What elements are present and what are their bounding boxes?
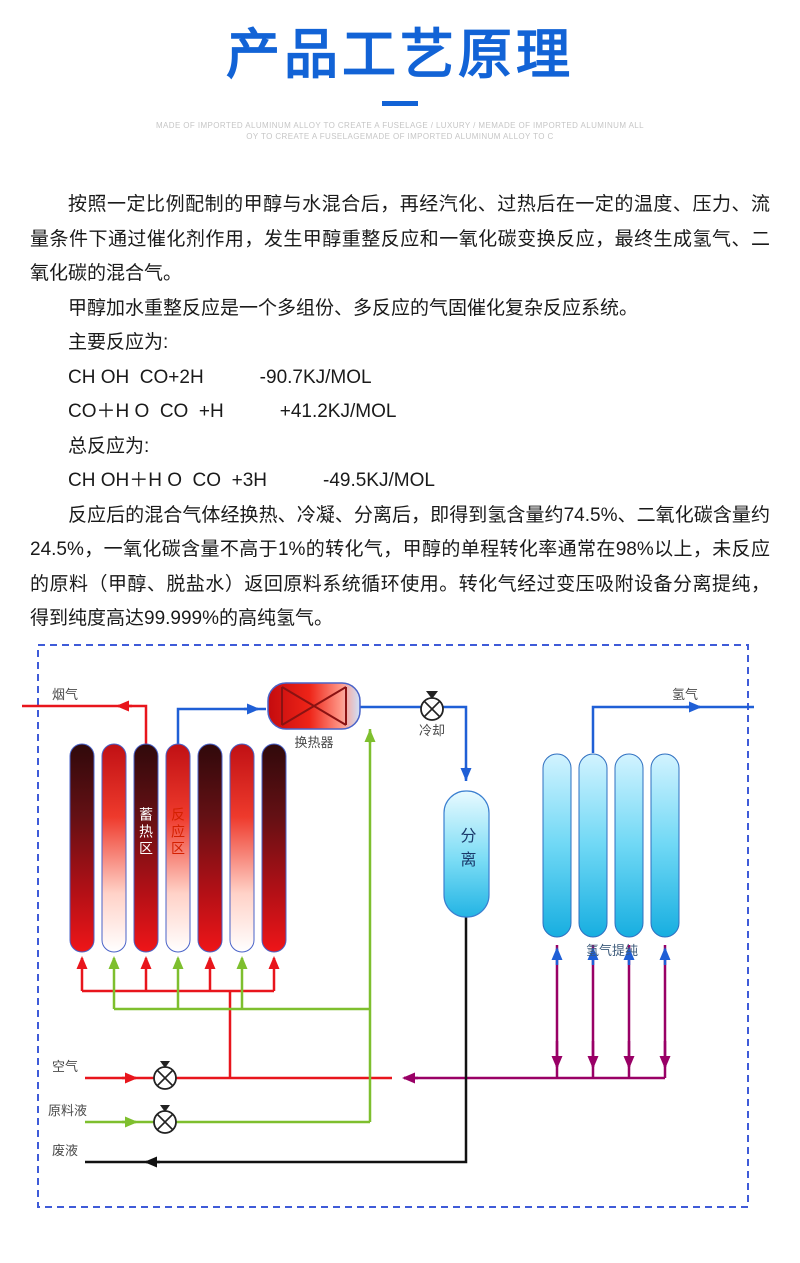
reaction-2-energy: +41.2KJ/MOL — [279, 401, 397, 423]
page-title: 产品工艺原理 — [226, 25, 574, 85]
reaction-1-energy: -90.7KJ/MOL — [259, 366, 372, 388]
waste-liquid-label: 废液 — [52, 1143, 78, 1158]
reaction-zone-label: 反应区 — [170, 807, 186, 858]
regenerator-zone-label: 蓄热区 — [138, 807, 154, 858]
total-reaction-energy: -49.5KJ/MOL — [323, 470, 435, 492]
waste-pipe — [85, 916, 468, 1168]
main-reactions-label: 主要反应为: — [68, 332, 169, 354]
air-label: 空气 — [52, 1059, 78, 1074]
reaction-1-formula: CH OH CO+2H — [68, 366, 204, 388]
air-fan-icon — [153, 1060, 177, 1090]
paragraph-1: 按照一定比例配制的甲醇与水混合后，再经汽化、过热后在一定的温度、压力、流量条件下… — [30, 194, 770, 285]
english-caption-line2: OY TO CREATE A FUSELAGEMADE OF IMPORTED … — [246, 132, 554, 142]
psa-tubes — [542, 753, 680, 938]
paragraph-3: 反应后的混合气体经换热、冷凝、分离后，即得到氢含量约74.5%、二氧化碳含量约2… — [30, 504, 770, 630]
reaction-2: CO＋H O CO +H +41.2KJ/MOL — [30, 395, 770, 430]
process-flow-diagram-section: 蓄热区 反应区 分离 氢气提纯 烟气 换热器 冷却 氢气 空气 原料液 废液 — [0, 641, 800, 1238]
heat-exchanger-label: 换热器 — [294, 735, 333, 750]
feed-liquid-label: 原料液 — [48, 1103, 87, 1118]
hydrogen-out-label: 氢气 — [672, 687, 698, 702]
total-reaction-formula: CH OH＋H O CO +3H — [68, 470, 267, 492]
cooler-valve-icon — [420, 690, 444, 721]
diagram-dashed-border — [37, 643, 749, 1208]
psa-up-arrows — [551, 946, 671, 965]
cooling-label: 冷却 — [419, 723, 445, 738]
process-description: 按照一定比例配制的甲醇与水混合后，再经汽化、过热后在一定的温度、压力、流量条件下… — [0, 188, 800, 637]
english-caption-line1: MADE OF IMPORTED ALUMINUM ALLOY TO CREAT… — [155, 121, 645, 131]
process-flow-diagram: 蓄热区 反应区 分离 氢气提纯 烟气 换热器 冷却 氢气 空气 原料液 废液 — [22, 643, 754, 1208]
feed-pump-icon — [153, 1104, 177, 1134]
total-reaction-label: 总反应为: — [68, 435, 150, 457]
total-reaction: CH OH＋H O CO +3H -49.5KJ/MOL — [30, 464, 770, 499]
magenta-pipes — [402, 944, 671, 1084]
heat-exchanger — [267, 682, 361, 730]
reaction-1: CH OH CO+2H -90.7KJ/MOL — [30, 361, 770, 396]
header: 产品工艺原理 MADE OF IMPORTED ALUMINUM ALLOY T… — [0, 0, 800, 142]
blue-pipes — [176, 701, 754, 781]
title-underline — [382, 101, 418, 107]
psa-label: 氢气提纯 — [586, 943, 638, 958]
green-pipes — [85, 728, 376, 1128]
separator-vessel — [443, 790, 490, 918]
reactor-tubes — [69, 743, 287, 953]
separator-label: 分离 — [458, 827, 477, 875]
reaction-2-formula: CO＋H O CO +H — [68, 401, 224, 423]
english-caption: MADE OF IMPORTED ALUMINUM ALLOY TO CREAT… — [0, 120, 800, 142]
paragraph-2: 甲醇加水重整反应是一个多组份、多反应的气固催化复杂反应系统。 — [68, 297, 639, 319]
flue-gas-label: 烟气 — [52, 687, 78, 702]
